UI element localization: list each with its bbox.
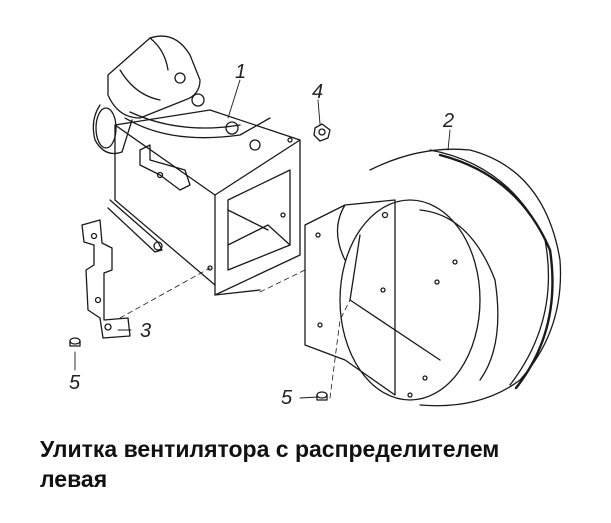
screw-part-5-left: [69, 337, 81, 347]
callout-5-right: 5: [281, 387, 293, 409]
callout-1: 1: [235, 61, 246, 83]
screw-part-5-right: [316, 391, 328, 401]
caption-line-1: Улитка вентилятора с распределителем: [40, 436, 500, 462]
figure-caption: Улитка вентилятора с распределителем лев…: [40, 434, 600, 494]
mount-bracket-part-3: [81, 219, 131, 339]
nut-part-4: [313, 123, 331, 142]
distributor-ring: [304, 148, 562, 407]
callout-3: 3: [140, 320, 151, 342]
exploded-assembly-drawing: 1 4 2 3 5 5: [69, 35, 562, 409]
callout-5-left: 5: [69, 372, 81, 394]
callout-2: 2: [442, 110, 454, 132]
volute-housing: [92, 35, 301, 296]
caption-line-2: левая: [40, 466, 108, 492]
callout-4: 4: [312, 81, 323, 103]
